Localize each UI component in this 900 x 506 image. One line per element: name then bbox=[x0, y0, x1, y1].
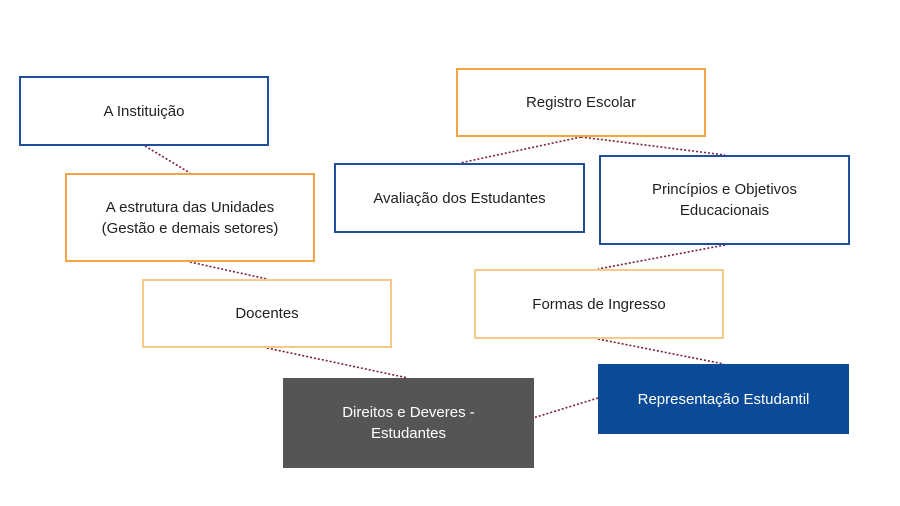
link-representacao-direitos bbox=[532, 397, 599, 419]
link-instituicao-estrutura bbox=[144, 145, 191, 174]
node-label: A estrutura das Unidades (Gestão e demai… bbox=[101, 198, 279, 237]
node-registro-escolar[interactable]: Registro Escolar bbox=[456, 68, 706, 137]
link-principios-ingresso bbox=[597, 244, 726, 270]
node-label: Princípios e Objetivos Educacionais bbox=[651, 181, 798, 219]
node-estrutura-unidades[interactable]: A estrutura das Unidades (Gestão e demai… bbox=[65, 173, 315, 262]
node-label: Representação Estudantil bbox=[637, 390, 810, 408]
node-label: Registro Escolar bbox=[525, 94, 637, 111]
node-label: Avaliação dos Estudantes bbox=[373, 189, 546, 207]
node-principios-objetivos[interactable]: Princípios e Objetivos Educacionais bbox=[599, 155, 850, 245]
node-docentes[interactable]: Docentes bbox=[142, 279, 392, 348]
link-ingresso-representacao bbox=[597, 338, 725, 365]
node-avaliacao-estudantes[interactable]: Avaliação dos Estudantes bbox=[334, 163, 585, 233]
node-representacao-estudantil[interactable]: Representação Estudantil bbox=[598, 364, 849, 434]
link-estrutura-docentes bbox=[189, 261, 268, 280]
node-label: Direitos e Deveres - Estudantes bbox=[342, 404, 475, 442]
link-docentes-direitos bbox=[266, 347, 409, 379]
node-label: Formas de Ingresso bbox=[532, 295, 666, 313]
node-formas-ingresso[interactable]: Formas de Ingresso bbox=[474, 269, 724, 339]
node-label: Docentes bbox=[235, 305, 299, 322]
link-registro-avaliacao bbox=[459, 136, 582, 164]
node-a-instituicao[interactable]: A Instituição bbox=[19, 76, 269, 146]
link-registro-principios bbox=[580, 136, 726, 156]
node-label: A Instituição bbox=[103, 102, 185, 120]
node-direitos-deveres[interactable]: Direitos e Deveres - Estudantes bbox=[283, 378, 534, 468]
